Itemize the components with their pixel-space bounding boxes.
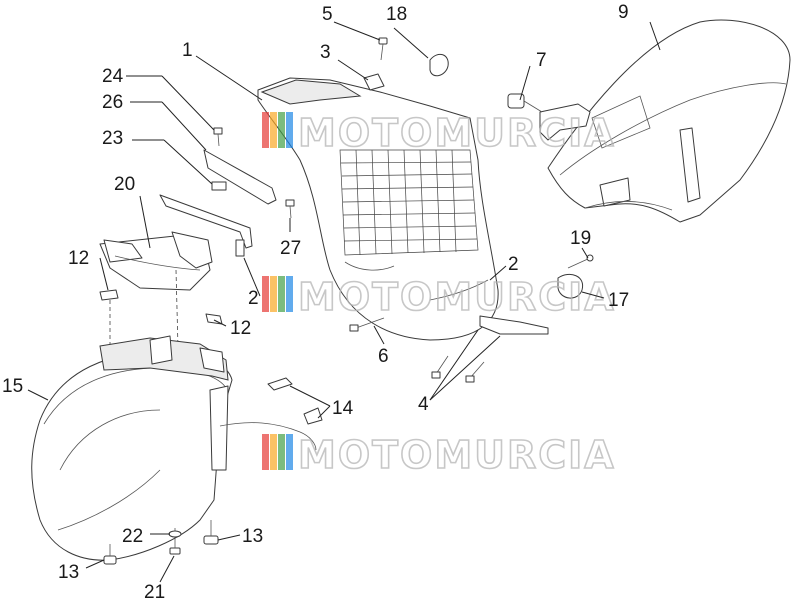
callout-13-left: 13 xyxy=(58,562,79,583)
callout-18: 18 xyxy=(386,4,407,25)
part-rear-mudguard xyxy=(547,19,791,223)
part-bracket-26 xyxy=(203,149,277,205)
callout-1: 1 xyxy=(182,40,193,61)
part-screw-top xyxy=(378,37,388,61)
callout-26: 26 xyxy=(102,92,123,113)
callout-12-right: 12 xyxy=(230,318,251,339)
callout-7: 7 xyxy=(536,50,547,71)
callout-9: 9 xyxy=(618,2,629,23)
grille xyxy=(339,149,479,256)
part-rubber-clip xyxy=(429,53,449,77)
callout-21: 21 xyxy=(144,582,165,600)
part-mudguard-bracket xyxy=(507,93,591,141)
callout-5: 5 xyxy=(322,4,333,25)
part-clip-nut xyxy=(363,73,385,91)
callout-3: 3 xyxy=(320,42,331,63)
part-screw-27 xyxy=(285,199,295,219)
part-screw-13-right xyxy=(203,520,219,545)
callout-15: 15 xyxy=(2,376,23,397)
part-bracket-20 xyxy=(99,231,213,291)
leader-lines xyxy=(27,21,661,583)
part-rubber-pad-right xyxy=(557,274,584,299)
callout-17: 17 xyxy=(608,290,629,311)
part-screw-24 xyxy=(213,127,223,147)
part-clips-14 xyxy=(267,377,323,425)
callout-4: 4 xyxy=(418,394,429,415)
watermark-bottom: MOTOMURCIA xyxy=(262,432,616,478)
part-front-mudguard xyxy=(31,335,233,561)
part-splash-guard xyxy=(257,77,549,341)
callout-20: 20 xyxy=(114,174,135,195)
callout-2-upper: 2 xyxy=(508,254,519,275)
callout-14: 14 xyxy=(332,398,354,419)
callout-23: 23 xyxy=(102,128,123,149)
callout-27: 27 xyxy=(280,238,301,259)
callout-19: 19 xyxy=(570,228,591,249)
watermark-top: MOTOMURCIA xyxy=(262,110,616,156)
callout-6: 6 xyxy=(378,346,389,367)
part-bracket-23 xyxy=(159,194,253,257)
part-screws-4 xyxy=(431,355,485,383)
callout-2-lower: 2 xyxy=(248,288,259,309)
part-screw-6 xyxy=(349,317,385,332)
part-washer-22 xyxy=(168,530,182,538)
watermark-text: MOTOMURCIA xyxy=(298,433,616,477)
watermark-text: MOTOMURCIA xyxy=(298,275,616,319)
part-edge-trim xyxy=(219,422,317,451)
callout-12-left: 12 xyxy=(68,248,89,269)
watermark-text: MOTOMURCIA xyxy=(298,111,616,155)
part-small-screw-right xyxy=(567,254,594,269)
callout-13-right: 13 xyxy=(242,526,263,547)
watermark-middle: MOTOMURCIA xyxy=(262,274,616,320)
callout-numbers: 1 2 2 3 4 5 6 7 9 12 12 13 13 14 15 17 1… xyxy=(2,2,629,600)
callout-22: 22 xyxy=(122,526,143,547)
callout-24: 24 xyxy=(102,66,124,87)
part-clip-12-left xyxy=(99,289,119,301)
